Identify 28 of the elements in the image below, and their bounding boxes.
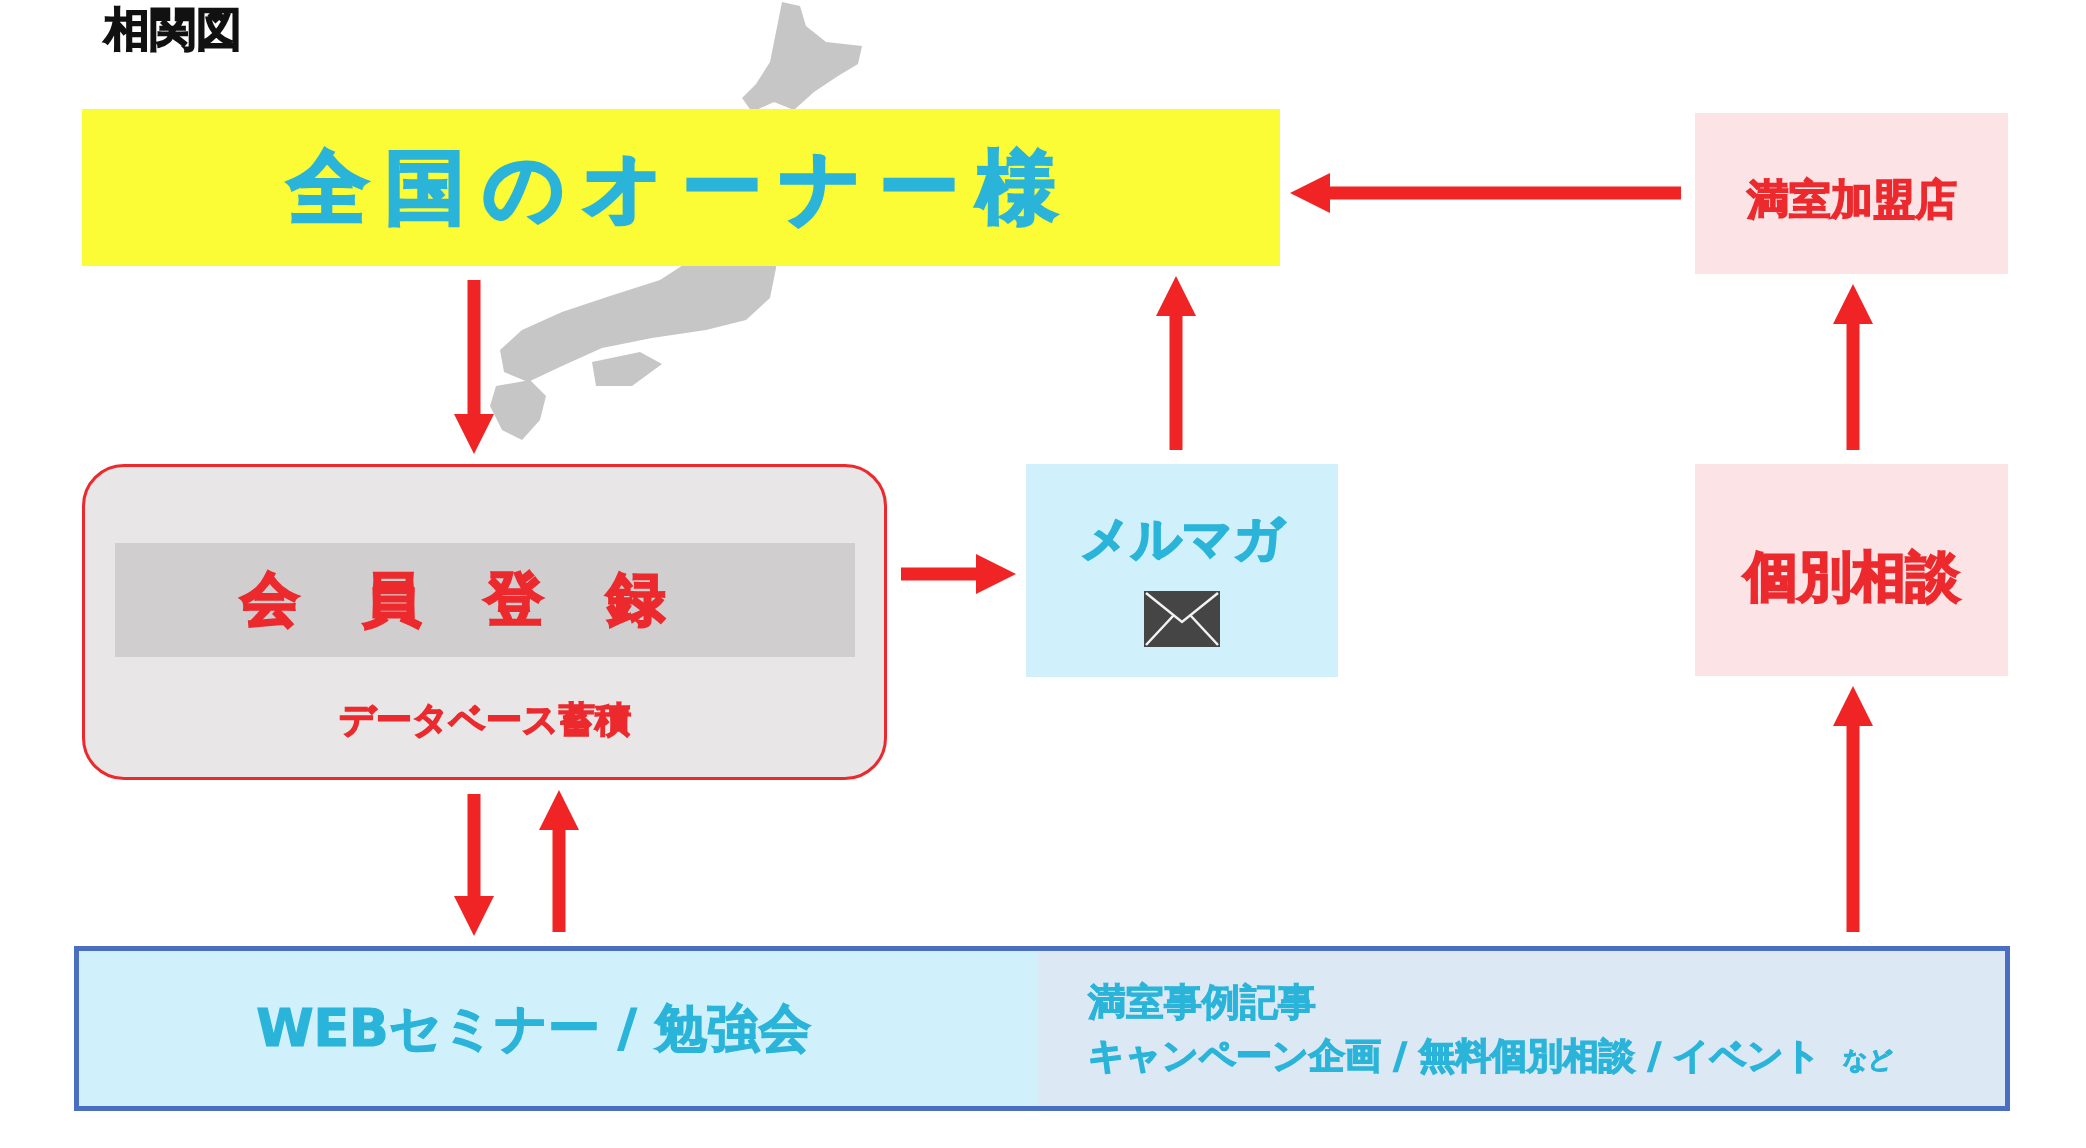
info-tile <box>1026 464 1338 677</box>
arrow <box>1290 173 1681 213</box>
panel-section <box>79 951 1038 1106</box>
heading-band <box>115 543 855 657</box>
arrow <box>1833 686 1873 932</box>
note-text: など <box>1843 1045 1894 1075</box>
highlight-banner <box>82 109 1280 266</box>
panel-section <box>1038 951 2005 1106</box>
section-label: WEBセミナー / 勉強会 <box>256 997 811 1060</box>
diagram-title: 相関図 <box>104 2 242 58</box>
list-text: 満室事例記事 <box>1088 980 1316 1026</box>
arrow <box>454 794 494 936</box>
arrow <box>901 554 1016 594</box>
tile-label: メルマガ <box>1080 508 1284 569</box>
panel-caption: データベース蓄積 <box>338 697 631 741</box>
arrow <box>1833 284 1873 450</box>
arrow <box>454 280 494 454</box>
arrow <box>1156 276 1196 450</box>
info-tile <box>1695 464 2008 676</box>
banner-label: 全国のオーナー様 <box>287 139 1075 236</box>
list-text: キャンペーン企画 / 無料個別相談 / イベント <box>1088 1033 1822 1077</box>
tile-label: 個別相談 <box>1743 544 1960 610</box>
band-label: 会員登録 <box>241 565 729 635</box>
framed-panel <box>74 946 2010 1111</box>
info-tile <box>1695 113 2008 274</box>
tile-label: 満室加盟店 <box>1746 175 1957 226</box>
arrow <box>539 790 579 932</box>
rounded-panel <box>82 464 887 780</box>
